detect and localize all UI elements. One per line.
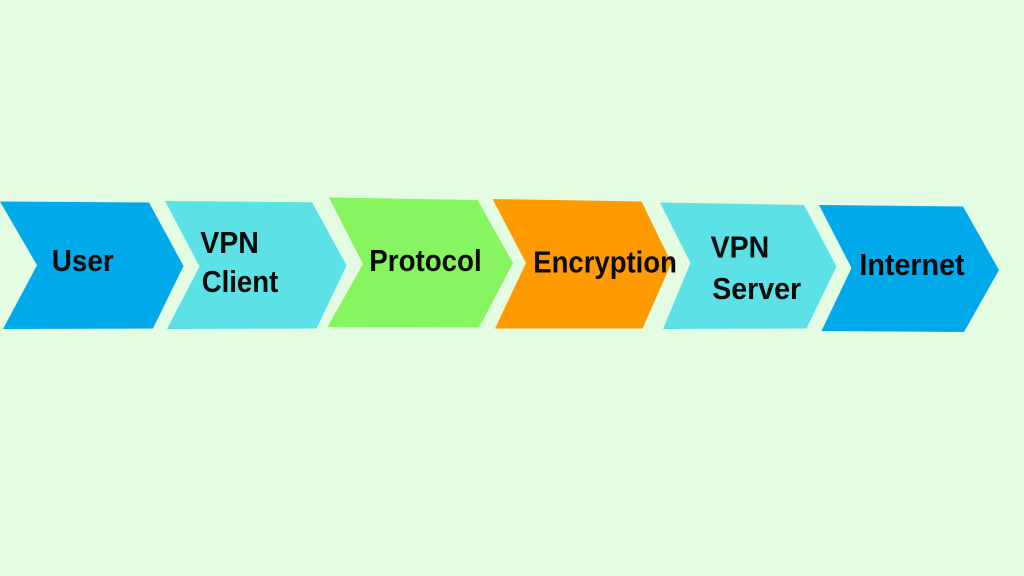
- svg-text:VPN: VPN: [711, 230, 770, 265]
- svg-text:Protocol: Protocol: [369, 243, 481, 278]
- svg-text:Server: Server: [712, 271, 801, 306]
- svg-text:Internet: Internet: [859, 247, 964, 282]
- svg-text:VPN: VPN: [200, 225, 259, 260]
- svg-text:Client: Client: [202, 264, 279, 299]
- svg-text:User: User: [52, 243, 114, 278]
- svg-text:Encryption: Encryption: [533, 244, 677, 279]
